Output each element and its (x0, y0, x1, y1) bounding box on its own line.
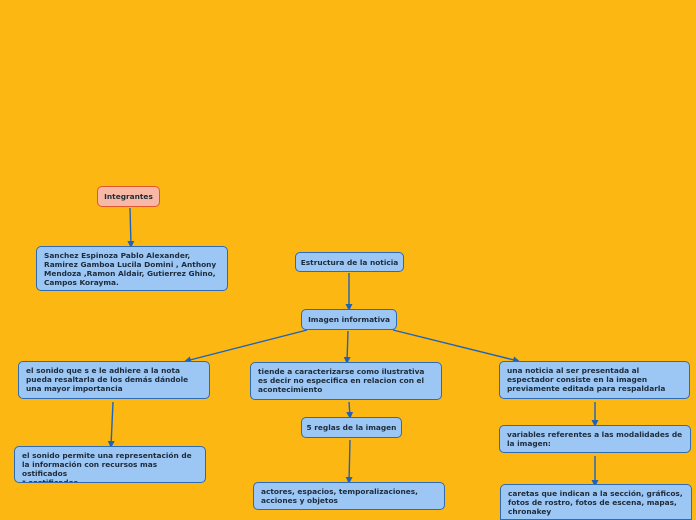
link-imagen-noticia (392, 329, 520, 364)
node-reglas[interactable]: 5 reglas de la imagen (301, 417, 402, 438)
node-members[interactable]: Sanchez Espinoza Pablo Alexander, Ramire… (36, 246, 228, 291)
node-tiende[interactable]: tiende a caracterizarse como ilustrativa… (250, 362, 442, 400)
link-imagen-sonido (184, 329, 308, 364)
node-sonido[interactable]: el sonido que s e le adhiere a la nota p… (18, 361, 210, 399)
link-tiende-reglas (346, 401, 354, 419)
link-integrantes-members (127, 207, 135, 248)
node-sonido-permite[interactable]: el sonido permite una representación de … (14, 446, 206, 483)
node-noticia-presentada[interactable]: una noticia al ser presentada al especta… (499, 361, 690, 399)
node-integrantes[interactable]: Integrantes (97, 186, 160, 207)
node-caretas[interactable]: caretas que indican a la sección, gráfic… (500, 484, 692, 520)
node-imagen-informativa[interactable]: Imagen informativa (301, 309, 397, 330)
link-imagen-tiende (343, 330, 351, 364)
node-actores[interactable]: actores, espacios, temporalizaciones, ac… (253, 482, 445, 510)
link-reglas-actores (345, 439, 353, 484)
link-sonido-permite (107, 401, 115, 448)
node-variables[interactable]: variables referentes a las modalidades d… (499, 425, 691, 453)
node-estructura[interactable]: Estructura de la noticia (295, 252, 404, 272)
